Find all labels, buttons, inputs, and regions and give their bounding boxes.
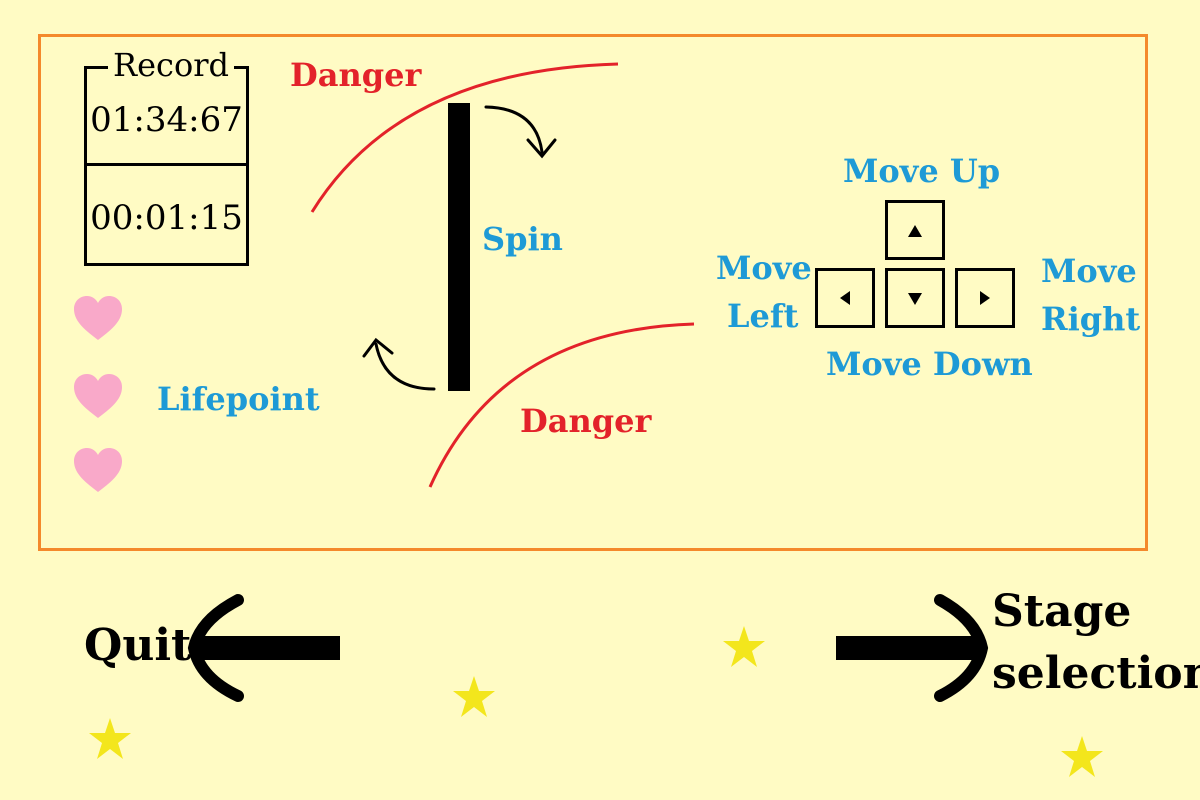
spin-label: Spin bbox=[482, 220, 563, 258]
triangle-down-icon bbox=[908, 293, 922, 305]
star-icon bbox=[723, 626, 765, 667]
move-right-label-line2: Right bbox=[1041, 300, 1141, 338]
move-up-label: Move Up bbox=[843, 152, 1001, 190]
move-down-label: Move Down bbox=[826, 345, 1033, 383]
instruction-panel bbox=[38, 34, 1148, 551]
record-title: Record bbox=[108, 46, 234, 84]
star-icon bbox=[453, 676, 495, 717]
heart-icon bbox=[74, 374, 122, 418]
triangle-right-icon bbox=[980, 291, 990, 305]
quit-arrow-icon bbox=[187, 594, 340, 702]
right-key[interactable] bbox=[955, 268, 1015, 328]
triangle-left-icon bbox=[840, 291, 850, 305]
down-key[interactable] bbox=[885, 268, 945, 328]
danger-arc-bottom bbox=[428, 322, 695, 488]
move-right-label-line1: Move bbox=[1041, 252, 1137, 290]
danger-label-bottom: Danger bbox=[520, 402, 652, 440]
stage-selection-label-line1[interactable]: Stage bbox=[992, 586, 1132, 637]
heart-icon bbox=[74, 448, 122, 492]
left-key[interactable] bbox=[815, 268, 875, 328]
stage-selection-label-line2[interactable]: selection bbox=[992, 648, 1200, 699]
danger-arc-top bbox=[310, 62, 619, 213]
lifepoint-label: Lifepoint bbox=[157, 380, 320, 418]
star-icon bbox=[89, 718, 131, 759]
stage-selection-arrow-icon bbox=[836, 594, 989, 702]
up-key[interactable] bbox=[885, 200, 945, 260]
spin-arrow-bottom-icon bbox=[362, 337, 436, 391]
move-left-label-line1: Move bbox=[716, 249, 812, 287]
spin-bar bbox=[448, 103, 470, 391]
quit-button[interactable]: Quit bbox=[84, 620, 192, 671]
triangle-up-icon bbox=[908, 225, 922, 237]
star-icon bbox=[1061, 736, 1103, 777]
current-time: 00:01:15 bbox=[90, 198, 243, 238]
heart-icon bbox=[74, 296, 122, 340]
danger-label-top: Danger bbox=[290, 56, 422, 94]
record-divider bbox=[84, 163, 249, 166]
best-time: 01:34:67 bbox=[90, 100, 243, 140]
move-left-label-line2: Left bbox=[727, 297, 799, 335]
spin-arrow-top-icon bbox=[484, 105, 557, 159]
